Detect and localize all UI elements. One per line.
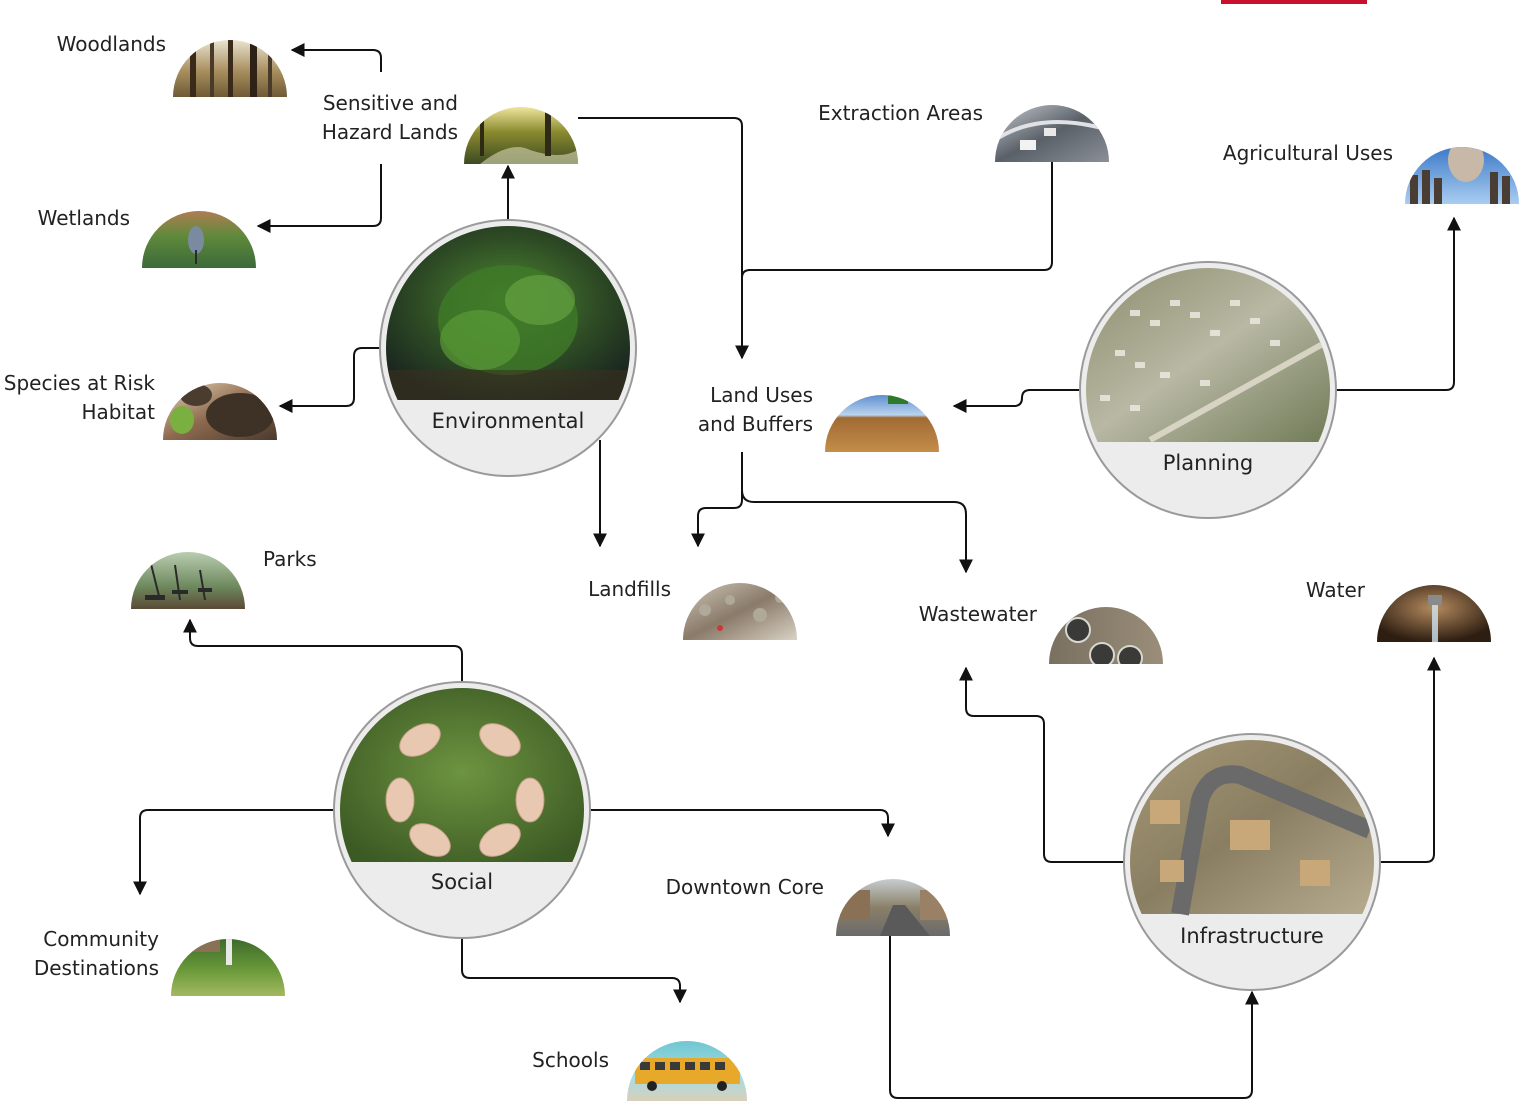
connector-env-species [278, 347, 380, 413]
node-label-species-line2: Habitat [82, 400, 156, 424]
connector-landuses-wastewater [741, 489, 973, 574]
node-wetlands: Wetlands [38, 206, 256, 268]
connector-infrastructure-water [1380, 656, 1441, 863]
harvester-field-photo-icon [825, 395, 939, 452]
connector-landuses-landfills [691, 452, 743, 548]
node-agricultural-uses: Agricultural Uses [1223, 141, 1519, 204]
cow-photo-icon [1405, 147, 1519, 204]
hub-planning: Planning [1079, 261, 1337, 519]
hub-label-social: Social [431, 870, 493, 894]
connector-infrastructure-wastewater [959, 666, 1126, 863]
connector-downtown-infrastructure [889, 936, 1259, 1099]
node-label-parks: Parks [263, 547, 317, 571]
connector-extraction-landuses [741, 162, 1053, 279]
node-label-downtown: Downtown Core [666, 875, 824, 899]
node-label-schools: Schools [532, 1048, 609, 1072]
node-landfills: Landfills [588, 577, 797, 640]
faucet-photo-icon [1377, 585, 1491, 642]
node-label-community-line2: Destinations [34, 956, 159, 980]
node-woodlands: Woodlands [57, 32, 287, 97]
aerial-construction-photo-icon [1130, 740, 1374, 916]
hub-infrastructure: Infrastructure [1123, 733, 1381, 991]
connector-social-community [133, 809, 336, 896]
node-label-community-line1: Community [43, 927, 159, 951]
node-label-sensitive-line2: Hazard Lands [322, 120, 458, 144]
node-water: Water [1306, 578, 1491, 642]
connector-social-downtown [590, 809, 895, 838]
node-label-landuses-line2: and Buffers [698, 412, 813, 436]
node-label-sensitive-line1: Sensitive and [323, 91, 458, 115]
node-label-wastewater: Wastewater [919, 602, 1038, 626]
school-bus-photo-icon [627, 1041, 747, 1101]
quarry-photo-icon [995, 105, 1109, 162]
treatment-plant-photo-icon [1049, 607, 1163, 664]
node-label-extraction: Extraction Areas [818, 101, 983, 125]
connectors [133, 43, 1461, 1099]
connector-social-parks [183, 618, 463, 686]
hub-environmental: Environmental [379, 219, 637, 477]
connector-sensitive-landuses [578, 117, 749, 360]
hub-social: Social [333, 681, 591, 939]
node-schools: Schools [532, 1041, 747, 1101]
node-parks: Parks [131, 547, 317, 609]
node-label-water: Water [1306, 578, 1366, 602]
node-wastewater: Wastewater [919, 602, 1163, 664]
hub-label-infrastructure: Infrastructure [1180, 924, 1324, 948]
node-label-landuses-line1: Land Uses [710, 383, 813, 407]
node-land-uses-buffers: Land Uses and Buffers [698, 383, 939, 452]
hub-label-planning: Planning [1163, 451, 1253, 475]
connector-social-schools [461, 938, 687, 1004]
connector-planning-landuses [952, 389, 1080, 413]
moss-photo-icon [386, 226, 630, 400]
heron-wetland-photo-icon [142, 211, 256, 268]
node-label-wetlands: Wetlands [38, 206, 130, 230]
node-label-landfills: Landfills [588, 577, 671, 601]
node-label-species-line1: Species at Risk [4, 371, 156, 395]
node-community-destinations: Community Destinations [34, 927, 285, 996]
connector-sensitive-wetlands [256, 164, 382, 233]
node-species-at-risk: Species at Risk Habitat [4, 371, 277, 440]
landfill-photo-icon [683, 583, 797, 640]
connector-planning-agricultural [1336, 216, 1461, 391]
node-label-woodlands: Woodlands [57, 32, 166, 56]
park-photo-icon [131, 552, 245, 609]
node-extraction-areas: Extraction Areas [818, 101, 1109, 162]
aerial-subdivision-photo-icon [1086, 268, 1330, 443]
baseball-photo-icon [171, 939, 285, 996]
linked-hands-photo-icon [340, 688, 584, 862]
accent-bar [1221, 0, 1367, 4]
turtle-photo-icon [163, 383, 277, 440]
main-street-photo-icon [836, 879, 950, 936]
forest-photo-icon [173, 40, 287, 97]
connector-sensitive-woodlands [290, 43, 382, 72]
node-sensitive-hazard-lands: Sensitive and Hazard Lands [322, 91, 578, 164]
hub-label-environmental: Environmental [432, 409, 585, 433]
node-label-agricultural: Agricultural Uses [1223, 141, 1393, 165]
forest-stream-photo-icon [464, 107, 578, 164]
node-downtown-core: Downtown Core [666, 875, 950, 936]
